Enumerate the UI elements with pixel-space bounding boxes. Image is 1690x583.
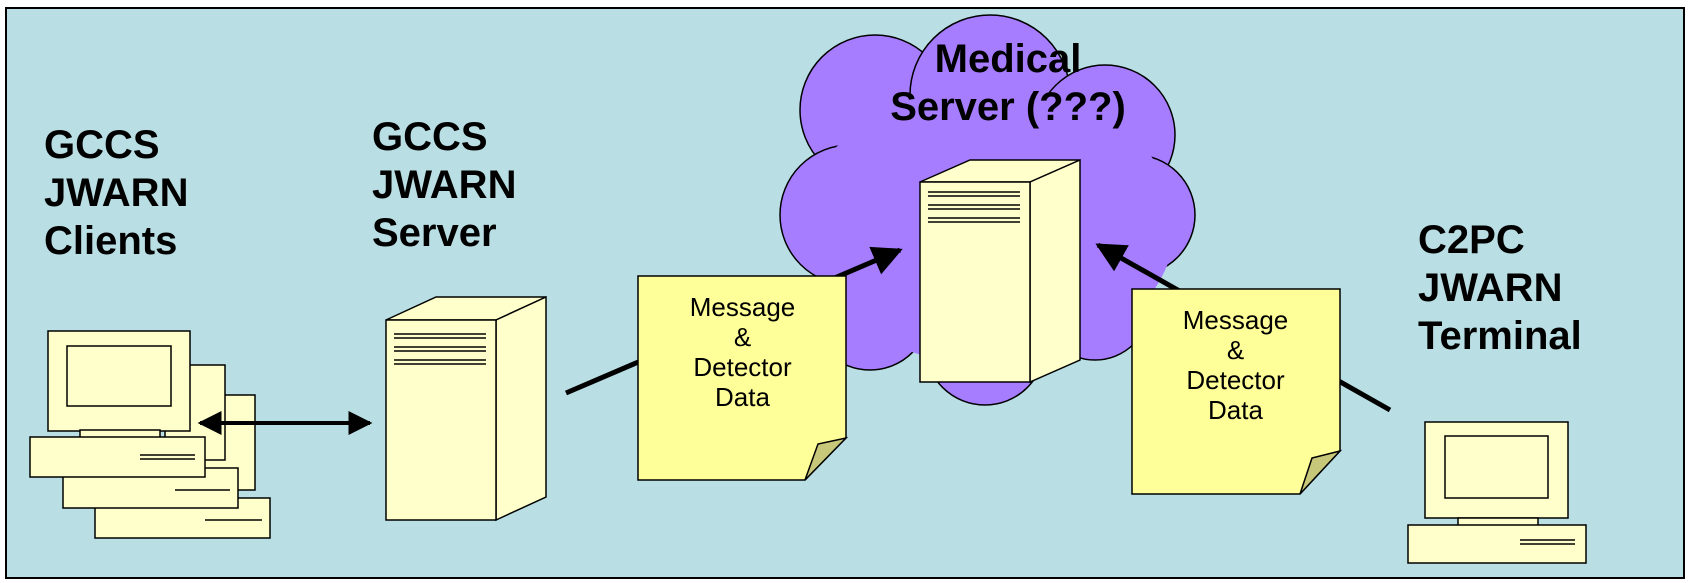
server-tower-icon: [385, 295, 547, 522]
desktop-computer-icon: [1407, 421, 1587, 564]
medical-server-tower-icon: [919, 158, 1081, 384]
message-note-1: [637, 275, 849, 481]
message-note-2: [1131, 288, 1343, 495]
label-gccs-clients: GCCS JWARN Clients: [44, 123, 189, 263]
label-medical-server: Medical Server (???): [890, 37, 1126, 129]
note-text-1: Message & Detector Data: [689, 292, 796, 412]
label-gccs-server: GCCS JWARN Server: [372, 115, 517, 255]
desktop-computer-stack-icon: [29, 330, 271, 539]
note-text-2: Message & Detector Data: [1182, 305, 1289, 425]
label-c2pc-terminal: C2PC JWARN Terminal: [1418, 218, 1582, 358]
